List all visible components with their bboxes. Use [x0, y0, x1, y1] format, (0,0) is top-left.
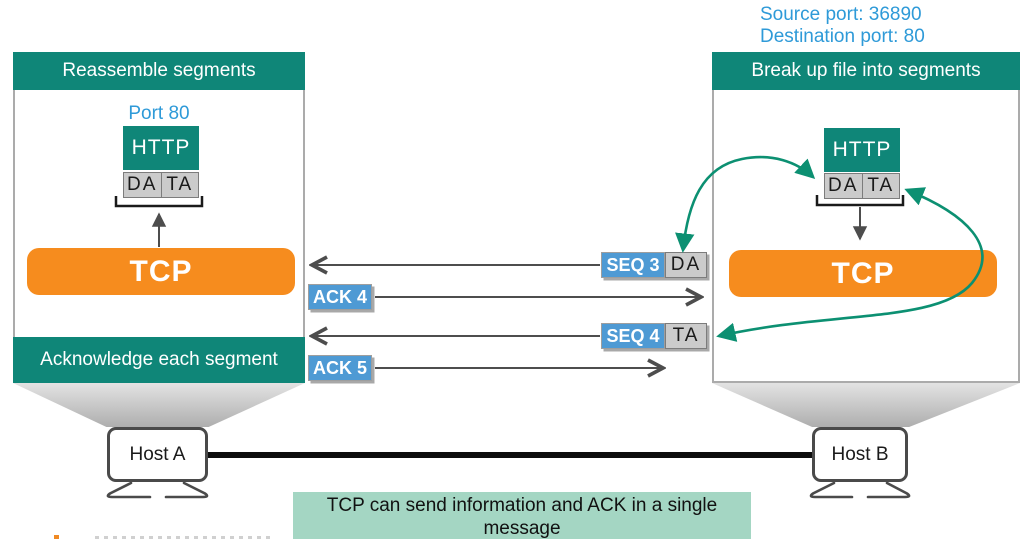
data-cell-da: DA	[824, 173, 863, 199]
destination-port-text: Destination port: 80	[760, 26, 925, 47]
host-a-funnel	[13, 383, 305, 427]
port-80-label: Port 80	[128, 103, 190, 124]
http-box-host-b: HTTP	[824, 128, 900, 172]
host-a-panel: Reassemble segments Port 80 HTTP DA TA T…	[13, 52, 305, 383]
host-b-funnel	[712, 383, 1020, 427]
host-a-stand	[106, 481, 209, 499]
caption-box: TCP can send information and ACK in a si…	[293, 492, 751, 539]
data-cell-da: DA	[123, 172, 162, 198]
seq4-label: SEQ 4	[601, 323, 665, 349]
seq3-payload-da: DA	[665, 252, 707, 278]
tcp-box-host-a: TCP	[27, 248, 295, 295]
http-box-host-a: HTTP	[123, 126, 199, 170]
footer-gray-marks	[95, 536, 275, 539]
host-a-monitor: Host A	[107, 427, 208, 482]
ack4-label: ACK 4	[308, 284, 372, 310]
footer-orange-mark	[54, 535, 59, 539]
data-cell-ta: TA	[160, 172, 199, 198]
source-port-text: Source port: 36890	[760, 4, 922, 25]
data-box-host-a: DA TA	[123, 172, 199, 198]
data-box-host-b: DA TA	[824, 173, 900, 199]
seq3-label: SEQ 3	[601, 252, 665, 278]
port-annotations: Source port: 36890 Destination port: 80	[760, 4, 925, 48]
host-a-panel-header: Reassemble segments	[13, 52, 305, 90]
data-cell-ta: TA	[861, 173, 900, 199]
tcp-box-host-b: TCP	[729, 250, 997, 297]
network-cable	[206, 452, 814, 458]
host-b-stand	[809, 481, 911, 499]
host-b-panel: Break up file into segments HTTP DA TA T…	[712, 52, 1020, 383]
host-b-panel-header: Break up file into segments	[712, 52, 1020, 90]
host-a-panel-footer: Acknowledge each segment	[13, 337, 305, 383]
cut-off-footer-text	[40, 535, 280, 539]
seq4-payload-ta: TA	[665, 323, 707, 349]
ack5-label: ACK 5	[308, 355, 372, 381]
host-b-monitor: Host B	[812, 427, 908, 482]
